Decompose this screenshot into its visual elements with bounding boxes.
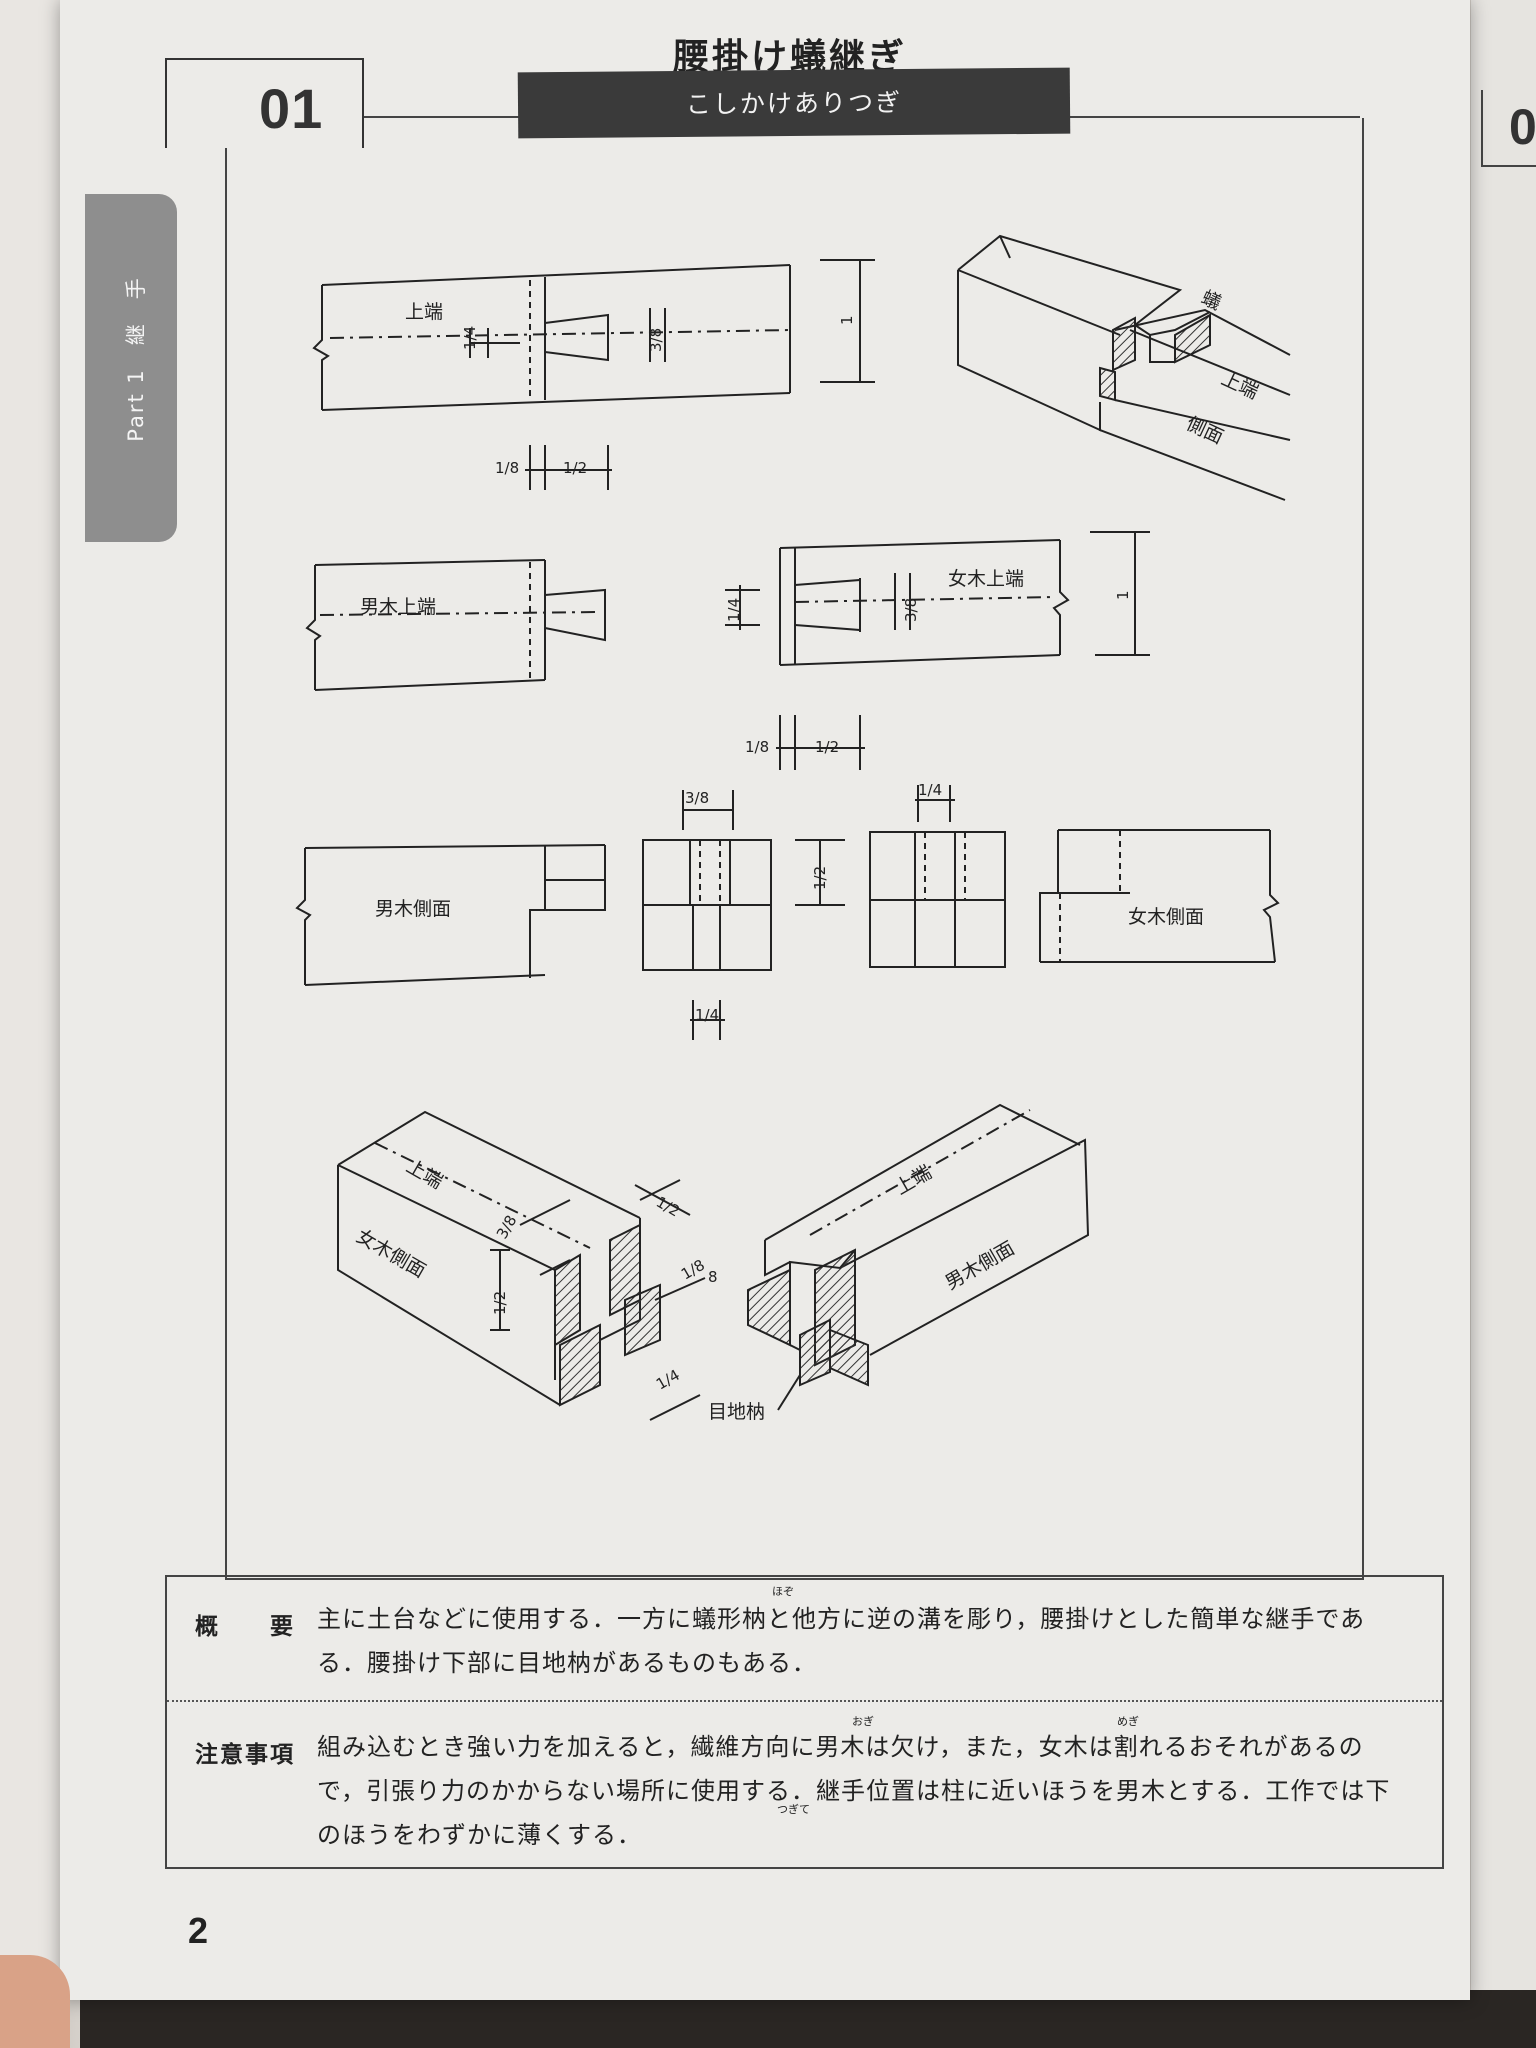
entry-number-box: 01: [165, 58, 364, 148]
drawing-frame: [225, 118, 1364, 1580]
label-1-4-c: 1/4: [918, 781, 942, 799]
iso-male-piece: [747, 1103, 1090, 1411]
info-table: 概 要 ほぞ 主に土台などに使用する．一方に蟻形枘と他方に逆の溝を彫り，腰掛けと…: [165, 1575, 1444, 1869]
label-1-a: 1: [838, 315, 856, 325]
ruby-hozo: ほぞ: [772, 1585, 794, 1598]
label-1-2-c: 1/2: [811, 866, 829, 890]
label-1-8-a: 1/8: [495, 459, 519, 477]
caution-line-2: で，引張り力のかからない場所に使用する．継手位置は柱に近いほうを男木とする．工作…: [317, 1777, 1391, 1805]
side-views: [295, 785, 1280, 1040]
label-iso-side: 側面: [1183, 413, 1227, 449]
iso-female-piece: [337, 1110, 706, 1421]
previous-page-edge: [0, 0, 71, 1980]
label-female-top: 女木上端: [948, 568, 1024, 590]
overview-line-1: 主に土台などに使用する．一方に蟻形枘と他方に逆の溝を彫り，腰掛けとした簡単な継手…: [317, 1605, 1366, 1633]
iso-view-top-right: [957, 234, 1291, 501]
label-joint-tenon: 目地枘: [708, 1401, 765, 1423]
label-iso-female-top: 上端: [403, 1155, 447, 1193]
label-3-8-d: 3/8: [493, 1212, 521, 1242]
caution-label: 注意事項: [195, 1742, 295, 1768]
thumb: [0, 1955, 70, 2048]
label-male-side: 男木側面: [375, 898, 451, 920]
book-page: [60, 0, 1470, 2000]
label-1-2-d: 1/2: [491, 1291, 509, 1315]
caution-text: 組み込むとき強い力を加えると，繊維方向に男木は欠け，また，女木は割れるおそれがあ…: [317, 1725, 1427, 1857]
label-1-4-b: 1/4: [725, 598, 743, 622]
dotted-divider: [167, 1700, 1442, 1702]
next-page-rule: [1481, 165, 1536, 167]
side-tab: Part 1 継 手: [85, 194, 177, 542]
male-top-view: [305, 559, 606, 691]
label-top-plan: 上端: [405, 301, 443, 323]
next-page-edge: 0: [1470, 0, 1536, 1990]
label-1-8-b: 1/8: [745, 738, 769, 756]
label-3-8-a: 3/8: [647, 328, 665, 352]
label-8: 8: [708, 1268, 718, 1286]
next-page-box-line: [1481, 90, 1483, 165]
overview-label: 概 要: [195, 1614, 295, 1640]
ruby-tsugite: つぎて: [777, 1803, 810, 1816]
label-1-4-e: 1/4: [653, 1366, 683, 1394]
overview-text: 主に土台などに使用する．一方に蟻形枘と他方に逆の溝を彫り，腰掛けとした簡単な継手…: [317, 1597, 1427, 1685]
label-iso-male-side: 男木側面: [942, 1237, 1019, 1294]
next-page-number: 0: [1509, 99, 1536, 155]
page-number: 2: [188, 1910, 209, 1951]
label-1-4-d: 1/4: [695, 1006, 719, 1024]
female-top-view: [725, 531, 1150, 770]
entry-number: 01: [259, 77, 324, 140]
label-1-4-a: 1/4: [461, 326, 479, 350]
ruby-ogi: おぎ: [852, 1715, 874, 1728]
overview-line-2: る．腰掛け下部に目地枘があるものもある．: [317, 1649, 817, 1677]
label-male-top: 男木上端: [360, 596, 436, 618]
caution-line-1: 組み込むとき強い力を加えると，繊維方向に男木は欠け，また，女木は割れるおそれがあ…: [317, 1733, 1364, 1761]
label-1-b: 1: [1114, 590, 1132, 600]
label-iso-top: 上端: [1218, 368, 1262, 404]
label-3-8-b: 3/8: [902, 598, 920, 622]
label-female-side: 女木側面: [1128, 906, 1204, 928]
label-1-2-a: 1/2: [563, 459, 587, 477]
label-1-2-b: 1/2: [815, 738, 839, 756]
ruby-megi: めぎ: [1117, 1715, 1139, 1728]
label-iso-female-side: 女木側面: [353, 1225, 430, 1282]
label-3-8-c: 3/8: [685, 789, 709, 807]
joinery-drawings: 上端 1/4 3/8 1 1/8 1/2 蟻 上端 側面 男木上端 女木上端 1…: [295, 234, 1291, 1423]
top-plan-view: [312, 259, 875, 490]
caution-line-3: のほうをわずかに薄くする．: [317, 1821, 642, 1849]
